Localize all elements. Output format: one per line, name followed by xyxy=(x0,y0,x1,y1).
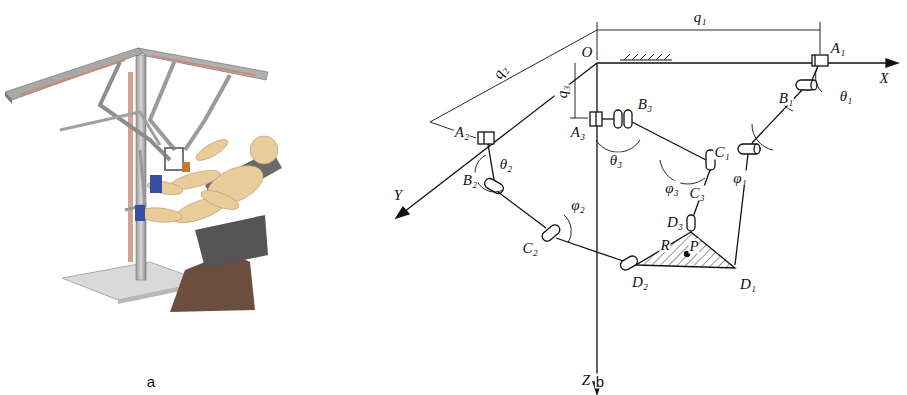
point-label: R xyxy=(659,238,670,253)
kinematic-diagram xyxy=(396,22,898,394)
axis-label: Z xyxy=(581,373,591,388)
joint-label: B₂ xyxy=(462,173,478,188)
angle-label: φ₁ xyxy=(732,171,748,186)
point-label: P xyxy=(688,239,699,254)
origin-label: O xyxy=(581,45,594,60)
joint-label: C₃ xyxy=(688,186,705,201)
joint-label: D₃ xyxy=(666,215,684,230)
joint-label: B₁ xyxy=(778,91,794,106)
joint-label: C₂ xyxy=(521,241,538,256)
robot-render xyxy=(5,48,282,312)
axis-label: X xyxy=(878,71,889,86)
dimension-label: q₃ xyxy=(555,85,570,100)
panel-caption: a xyxy=(146,374,156,389)
angle-label: φ₂ xyxy=(570,198,586,213)
joint-label: D₂ xyxy=(631,275,649,290)
joint-label: A₃ xyxy=(570,125,586,140)
axis-label: Y xyxy=(393,188,403,203)
angle-label: θ₁ xyxy=(839,89,854,104)
dimension-label: q₁ xyxy=(693,10,708,25)
joint-label: A₁ xyxy=(830,41,846,56)
joint-label: B₃ xyxy=(637,97,653,112)
panel-caption: b xyxy=(595,374,605,389)
angle-label: φ₃ xyxy=(664,181,680,196)
angle-label: θ₃ xyxy=(609,153,624,168)
joint-label: A₂ xyxy=(454,125,470,140)
joint-label: D₁ xyxy=(739,277,757,292)
joint-label: C₁ xyxy=(713,145,730,160)
angle-label: θ₂ xyxy=(499,157,514,172)
